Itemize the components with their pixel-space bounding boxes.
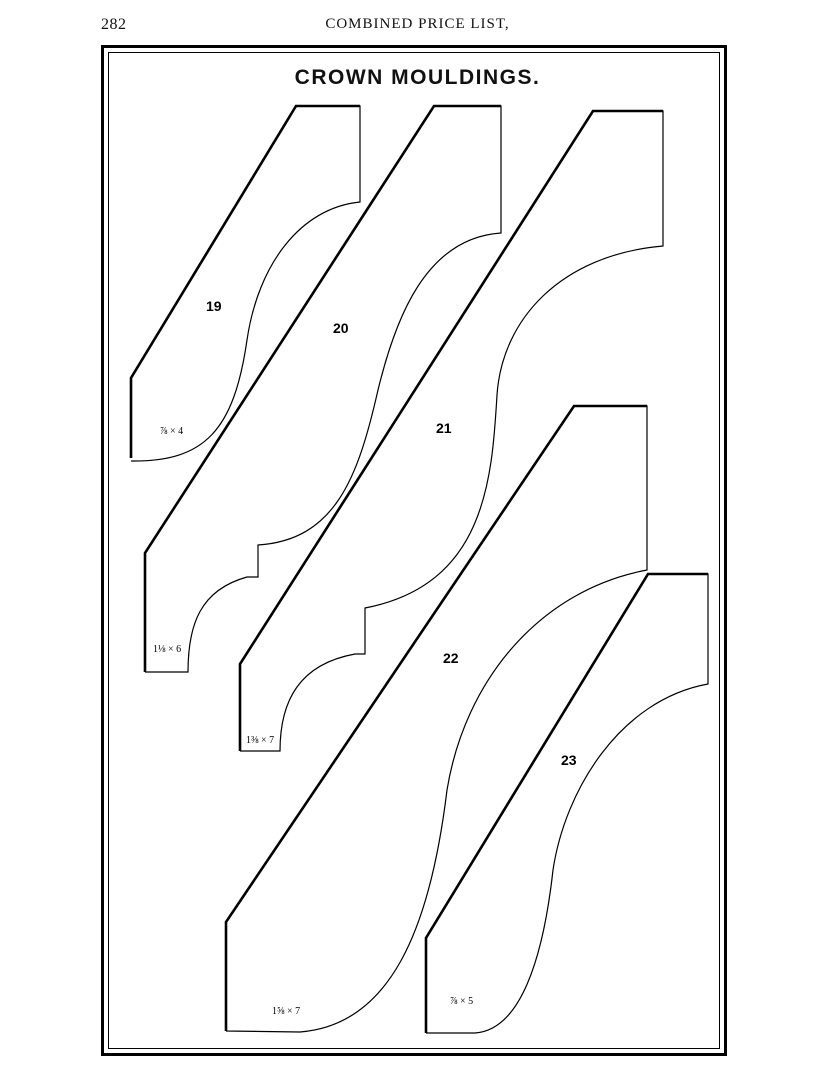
moulding-profile-19: 19 ⅞ × 4 [129, 104, 361, 462]
moulding-23-edge [424, 572, 708, 1033]
page-number: 282 [101, 16, 127, 33]
moulding-20-number: 20 [333, 320, 349, 336]
moulding-profile-21: 21 1⅜ × 7 [238, 109, 664, 752]
moulding-19-size: ⅞ × 4 [160, 426, 183, 437]
moulding-19-number: 19 [206, 298, 222, 314]
moulding-23-number: 23 [561, 752, 577, 768]
moulding-23-size: ⅞ × 5 [450, 996, 473, 1007]
plate-title: CROWN MOULDINGS. [294, 66, 541, 89]
moulding-22-number: 22 [443, 650, 459, 666]
moulding-profile-23: 23 ⅞ × 5 [424, 572, 709, 1034]
moulding-22-outline [225, 405, 648, 1033]
moulding-19-edge [129, 104, 360, 458]
plate-frame-inner [108, 52, 720, 1049]
moulding-20-outline [144, 105, 502, 673]
moulding-21-outline [239, 110, 664, 752]
moulding-20-size: 1⅛ × 6 [153, 644, 181, 655]
moulding-21-edge [238, 109, 663, 751]
moulding-profile-22: 22 1⅝ × 7 [224, 404, 648, 1033]
moulding-19-outline [130, 105, 361, 462]
moulding-profile-20: 20 1⅛ × 6 [143, 104, 502, 673]
moulding-23-outline [425, 573, 709, 1034]
moulding-21-size: 1⅜ × 7 [246, 735, 274, 746]
running-head: COMBINED PRICE LIST, [325, 16, 510, 32]
moulding-20-edge [143, 104, 501, 672]
moulding-22-size: 1⅝ × 7 [272, 1006, 300, 1017]
moulding-22-edge [224, 404, 647, 1031]
moulding-21-number: 21 [436, 420, 452, 436]
plate-frame-outer [101, 45, 727, 1056]
